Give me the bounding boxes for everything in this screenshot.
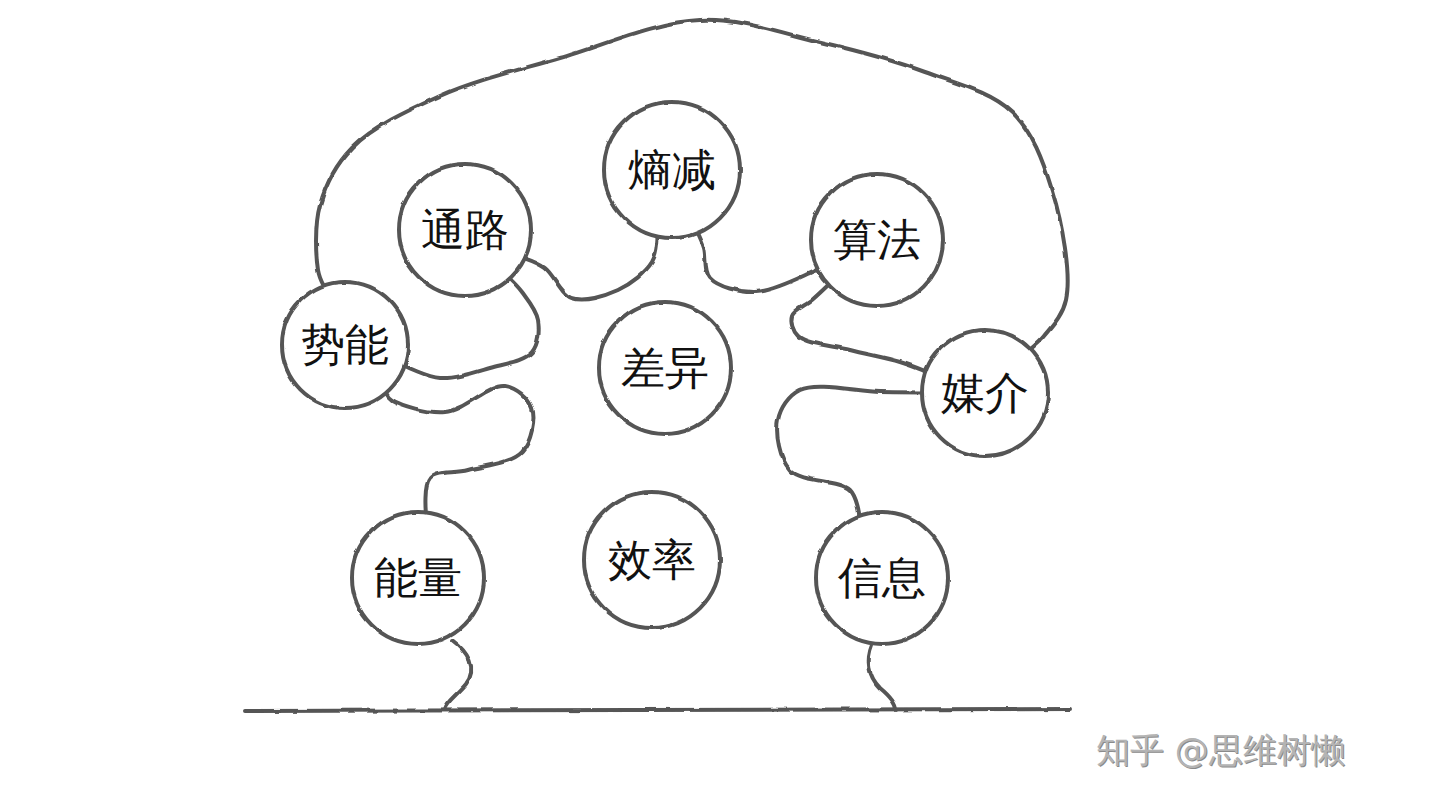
branch-line bbox=[525, 236, 658, 299]
concept-text: 能量 bbox=[374, 554, 462, 602]
concept-text: 熵减 bbox=[628, 146, 716, 194]
concept-circle: 势能 bbox=[280, 280, 410, 410]
concept-text: 通路 bbox=[421, 206, 509, 254]
concept-text: 算法 bbox=[833, 216, 921, 264]
circle-border bbox=[816, 512, 948, 644]
circle-border bbox=[352, 512, 484, 644]
concept-text: 信息 bbox=[838, 554, 926, 602]
concept-circle: 效率 bbox=[582, 490, 722, 630]
concept-circle: 能量 bbox=[350, 510, 486, 646]
trunk-root-left bbox=[444, 640, 471, 710]
concept-circle: 差异 bbox=[597, 300, 733, 436]
concept-text: 媒介 bbox=[941, 369, 1029, 417]
trunk-root-right bbox=[869, 645, 896, 710]
circle-border bbox=[811, 174, 943, 306]
circle-border bbox=[584, 492, 720, 628]
circle-border bbox=[399, 164, 531, 296]
branch-line bbox=[777, 387, 922, 516]
concept-circle: 熵减 bbox=[602, 100, 742, 240]
circle-border bbox=[604, 102, 740, 238]
concept-text: 差异 bbox=[621, 344, 709, 392]
branch-line bbox=[386, 386, 533, 513]
circle-border bbox=[282, 282, 408, 408]
concept-text: 效率 bbox=[608, 536, 696, 584]
branch-line bbox=[698, 233, 818, 292]
concept-circle: 算法 bbox=[809, 172, 945, 308]
circle-border bbox=[922, 330, 1048, 456]
concept-circle: 通路 bbox=[397, 162, 533, 298]
branch-line bbox=[316, 20, 1068, 349]
watermark: 知乎 @思维树懒 bbox=[1096, 728, 1345, 774]
ground-line bbox=[245, 709, 1070, 711]
circle-border bbox=[599, 302, 731, 434]
concept-text: 势能 bbox=[301, 321, 389, 369]
concept-circle: 信息 bbox=[814, 510, 950, 646]
concept-circle: 媒介 bbox=[920, 328, 1050, 458]
